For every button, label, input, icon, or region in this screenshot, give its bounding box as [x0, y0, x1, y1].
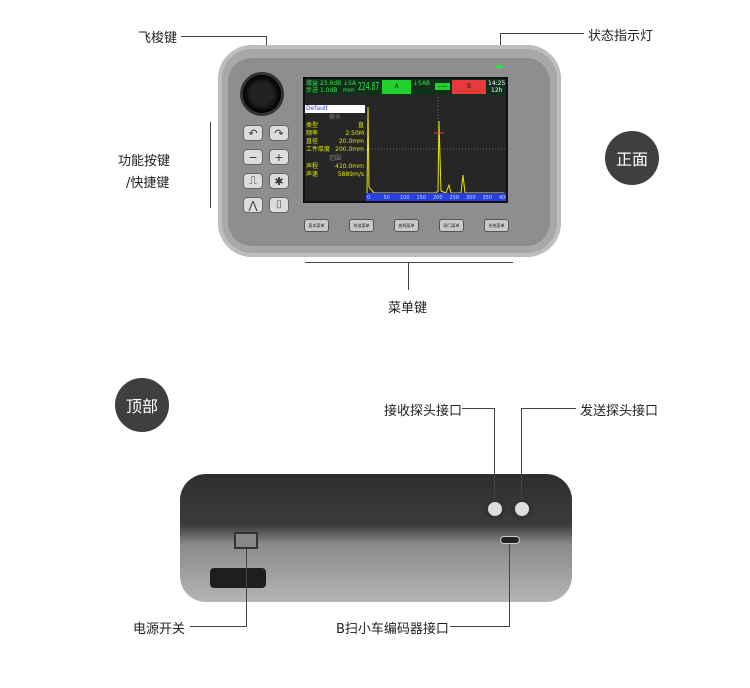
- label-function-keys-2: /快捷键: [126, 176, 170, 191]
- label-status-led: 状态指示灯: [588, 29, 654, 44]
- label-power: 电源开关: [133, 622, 186, 637]
- label-menu-keys: 菜单键: [388, 301, 428, 316]
- param-value: 20.0mm: [338, 138, 364, 145]
- label-encoder: B扫小车编码器接口: [336, 622, 449, 637]
- axis-tick-label: 250: [450, 195, 460, 201]
- function-key[interactable]: ⋀: [243, 197, 263, 213]
- badge-front: 正面: [605, 131, 659, 185]
- shuttle-knob-side: [210, 568, 266, 588]
- receive-port: [484, 498, 506, 520]
- readout: 224.87: [358, 80, 380, 93]
- power-switch[interactable]: [234, 532, 258, 549]
- encoder-port: [500, 536, 520, 544]
- axis-bar: [366, 193, 506, 201]
- sa-unit: mm: [343, 87, 355, 94]
- send-port: [511, 498, 533, 520]
- param-row: 工件厚度 200.0mm: [305, 146, 365, 154]
- axis-tick-label: 50: [384, 195, 390, 201]
- menu-button[interactable]: 基本菜单: [304, 219, 329, 232]
- shuttle-knob[interactable]: [240, 72, 284, 116]
- gate-status: ----: [435, 83, 450, 90]
- param-value: 2.50M: [345, 130, 364, 137]
- probe-header: 探头: [328, 114, 341, 121]
- menu-button[interactable]: 曲线菜单: [394, 219, 419, 232]
- menu-button[interactable]: 系统菜单: [484, 219, 509, 232]
- label-send-port: 发送探头接口: [580, 404, 659, 419]
- a-scan-plot: 0 50 100 150 200 250 300 350 400: [366, 97, 506, 201]
- function-key[interactable]: ⌷: [269, 197, 289, 213]
- step-readout: 步进 1.0dB: [306, 87, 338, 94]
- axis-tick-label: 300: [466, 195, 476, 201]
- param-row: 频率 2.50M: [305, 130, 365, 138]
- screen-header: 增益 23.6dB 步进 1.0dB ↓SA mm 224.87 A ↓SAB …: [305, 79, 506, 95]
- range-header: 范围: [328, 155, 341, 162]
- menu-button[interactable]: 闸门菜单: [439, 219, 464, 232]
- status-led-icon: [495, 65, 503, 68]
- param-row: 声速 5889m/s: [305, 171, 365, 179]
- param-value: 5889m/s: [337, 171, 364, 178]
- axis-tick-label: 350: [483, 195, 493, 201]
- badge-top: 顶部: [115, 378, 169, 432]
- axis-tick-label: 200: [433, 195, 443, 201]
- echo-trace: [366, 106, 504, 194]
- param-key: 直径: [306, 138, 319, 145]
- param-key: 工件厚度: [306, 146, 331, 153]
- param-value: 410.0mm: [335, 163, 364, 170]
- param-key: 声程: [306, 163, 319, 170]
- function-key[interactable]: +: [269, 149, 289, 165]
- preset-field[interactable]: Default: [305, 105, 365, 113]
- param-value: 直: [357, 122, 364, 129]
- label-shuttle: 飞梭键: [138, 31, 178, 46]
- menu-button[interactable]: 校准菜单: [349, 219, 374, 232]
- param-row: 声程 410.0mm: [305, 163, 365, 171]
- axis-tick-label: 100: [400, 195, 410, 201]
- battery-icon: 12h: [491, 87, 503, 94]
- param-panel: Default 探头 类型 直频率 2.50M 直径 20.0mm 工件厚度 200.0mm…: [305, 97, 365, 201]
- function-key[interactable]: ↶: [243, 125, 263, 141]
- function-key[interactable]: ✱: [269, 173, 289, 189]
- param-key: 频率: [306, 130, 319, 137]
- function-key[interactable]: ↷: [269, 125, 289, 141]
- param-key: 声速: [306, 171, 319, 178]
- function-key[interactable]: −: [243, 149, 263, 165]
- gain-readout: 增益 23.6dB: [306, 80, 342, 87]
- axis-tick-label: 150: [417, 195, 427, 201]
- clock: 14:25: [488, 80, 506, 87]
- axis-tick-label: 400: [499, 195, 506, 201]
- param-row: 直径 20.0mm: [305, 138, 365, 146]
- sab-label: ↓SAB: [413, 80, 431, 87]
- label-receive-port: 接收探头接口: [384, 404, 463, 419]
- gate-b: B: [452, 80, 486, 94]
- gate-a: A: [382, 80, 411, 94]
- device-screen: 增益 23.6dB 步进 1.0dB ↓SA mm 224.87 A ↓SAB …: [303, 77, 508, 203]
- axis-tick-label: 0: [367, 195, 370, 201]
- param-key: 类型: [306, 122, 319, 129]
- param-value: 200.0mm: [335, 146, 364, 153]
- sa-label: ↓SA: [343, 80, 357, 87]
- function-key[interactable]: ⎍: [243, 173, 263, 189]
- label-function-keys: 功能按键: [118, 154, 171, 169]
- param-row: 类型 直: [305, 122, 365, 130]
